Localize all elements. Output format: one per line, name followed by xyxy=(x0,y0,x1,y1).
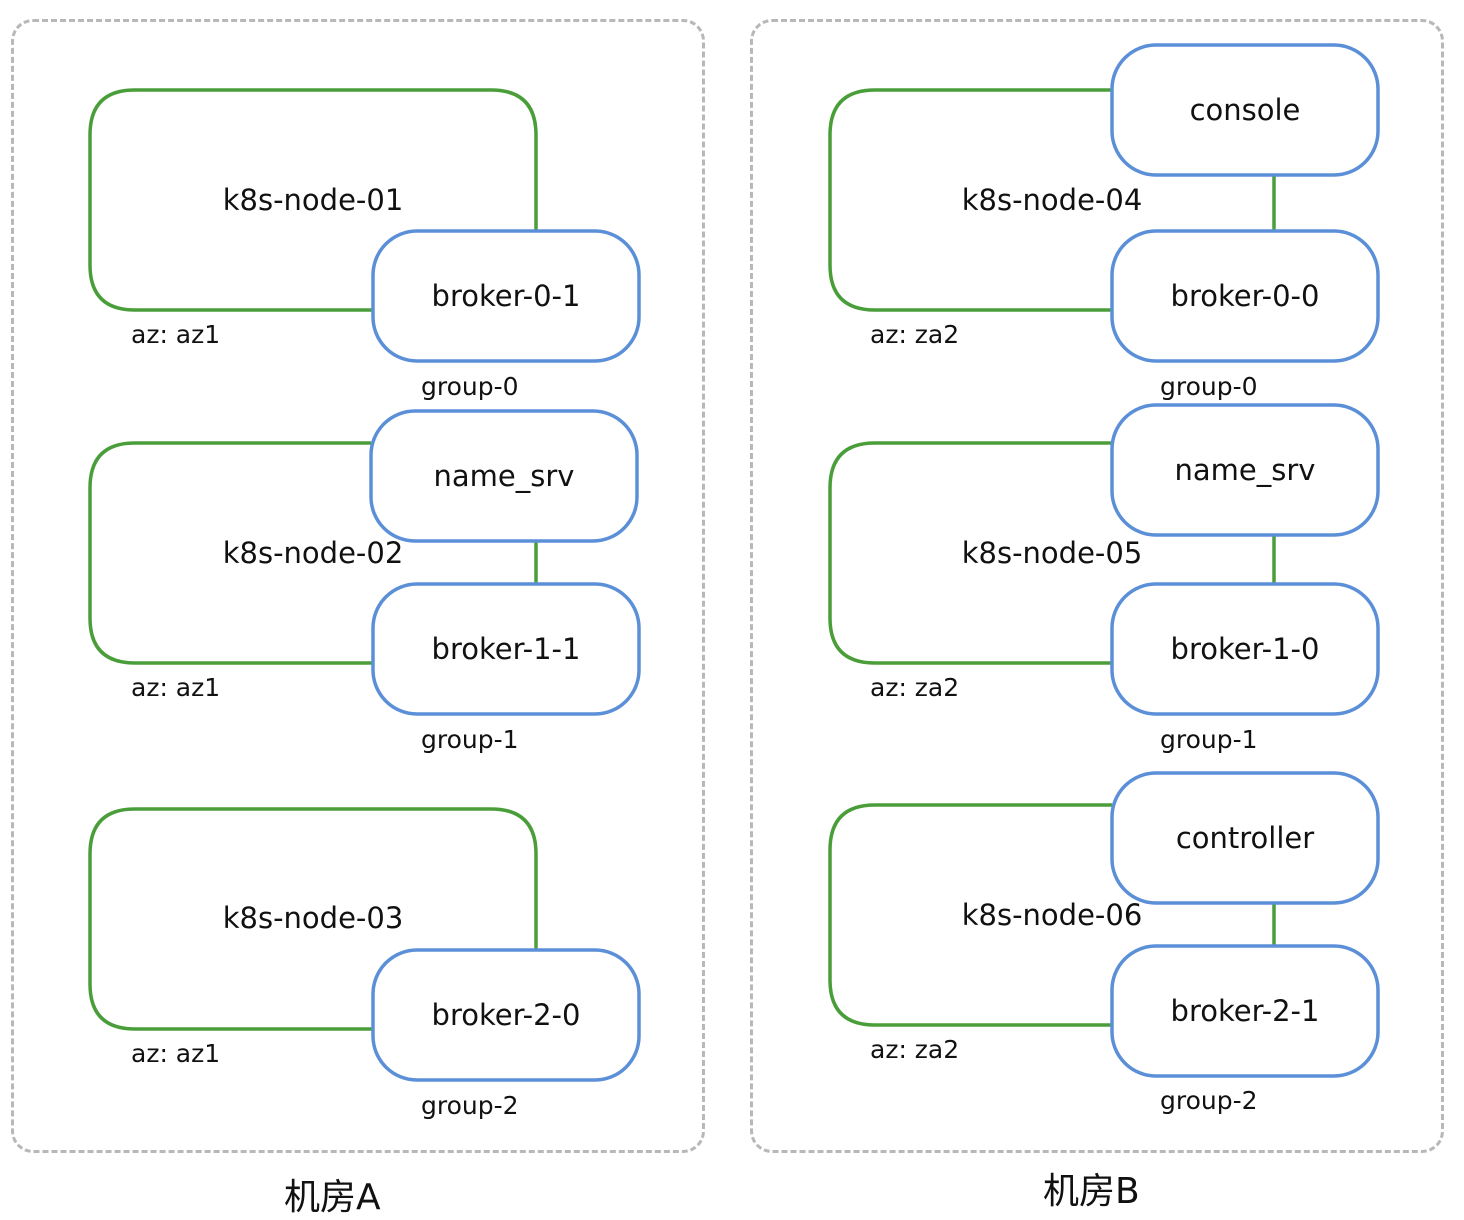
group-label-k8s-node-05: group-1 xyxy=(1160,725,1258,754)
pod-shape-broker-2-0 xyxy=(371,948,641,1082)
pod-label-broker-0-1: broker-0-1 xyxy=(431,279,581,313)
room-a-label: 机房A xyxy=(284,1177,381,1218)
room-a xyxy=(11,19,705,1153)
node-label-k8s-node-06: k8s-node-06 xyxy=(961,898,1143,932)
pod-label-broker-1-1: broker-1-1 xyxy=(431,632,581,666)
pod-shape-console xyxy=(1110,43,1380,177)
pod-shape-broker-0-1 xyxy=(371,229,641,363)
node-label-k8s-node-03: k8s-node-03 xyxy=(222,901,404,935)
group-label-k8s-node-06: group-2 xyxy=(1160,1086,1258,1115)
pod-label-broker-2-0: broker-2-0 xyxy=(431,998,581,1032)
pod-label-name-srv-a: name_srv xyxy=(433,459,575,493)
pod-shape-controller xyxy=(1110,771,1380,905)
room-b xyxy=(750,19,1444,1153)
group-label-k8s-node-03: group-2 xyxy=(421,1091,519,1120)
pod-label-console: console xyxy=(1189,93,1301,127)
pod-shape-broker-2-1 xyxy=(1110,944,1380,1078)
pod-shape-name-srv-b xyxy=(1110,403,1380,537)
az-label-k8s-node-04: az: za2 xyxy=(870,320,960,349)
node-shape-k8s-node-02 xyxy=(88,441,373,665)
room-b-label: 机房B xyxy=(1043,1171,1140,1212)
group-label-k8s-node-01: group-0 xyxy=(421,372,519,401)
node-shape-k8s-node-04 xyxy=(828,88,1112,312)
node-shape-k8s-node-03 xyxy=(88,807,538,1031)
pod-shape-broker-1-0 xyxy=(1110,582,1380,716)
pod-label-controller: controller xyxy=(1175,821,1315,855)
node-shape-k8s-node-06 xyxy=(828,803,1112,1027)
group-label-k8s-node-04: group-0 xyxy=(1160,372,1258,401)
node-label-k8s-node-02: k8s-node-02 xyxy=(222,536,404,570)
node-label-k8s-node-01: k8s-node-01 xyxy=(222,183,404,217)
group-label-k8s-node-02: group-1 xyxy=(421,725,519,754)
az-label-k8s-node-03: az: az1 xyxy=(131,1039,221,1068)
node-shape-k8s-node-01 xyxy=(88,88,538,312)
az-label-k8s-node-02: az: az1 xyxy=(131,673,221,702)
node-shape-k8s-node-05 xyxy=(828,441,1112,665)
pod-label-broker-2-1: broker-2-1 xyxy=(1170,994,1320,1028)
az-label-k8s-node-01: az: az1 xyxy=(131,320,221,349)
pod-label-name-srv-b: name_srv xyxy=(1174,453,1316,487)
pod-shape-broker-1-1 xyxy=(371,582,641,716)
az-label-k8s-node-05: az: za2 xyxy=(870,673,960,702)
node-label-k8s-node-04: k8s-node-04 xyxy=(961,183,1143,217)
pod-shape-broker-0-0 xyxy=(1110,229,1380,363)
pod-label-broker-0-0: broker-0-0 xyxy=(1170,279,1320,313)
node-label-k8s-node-05: k8s-node-05 xyxy=(961,536,1143,570)
az-label-k8s-node-06: az: za2 xyxy=(870,1035,960,1064)
pod-label-broker-1-0: broker-1-0 xyxy=(1170,632,1320,666)
pod-shape-name-srv-a xyxy=(369,409,639,543)
